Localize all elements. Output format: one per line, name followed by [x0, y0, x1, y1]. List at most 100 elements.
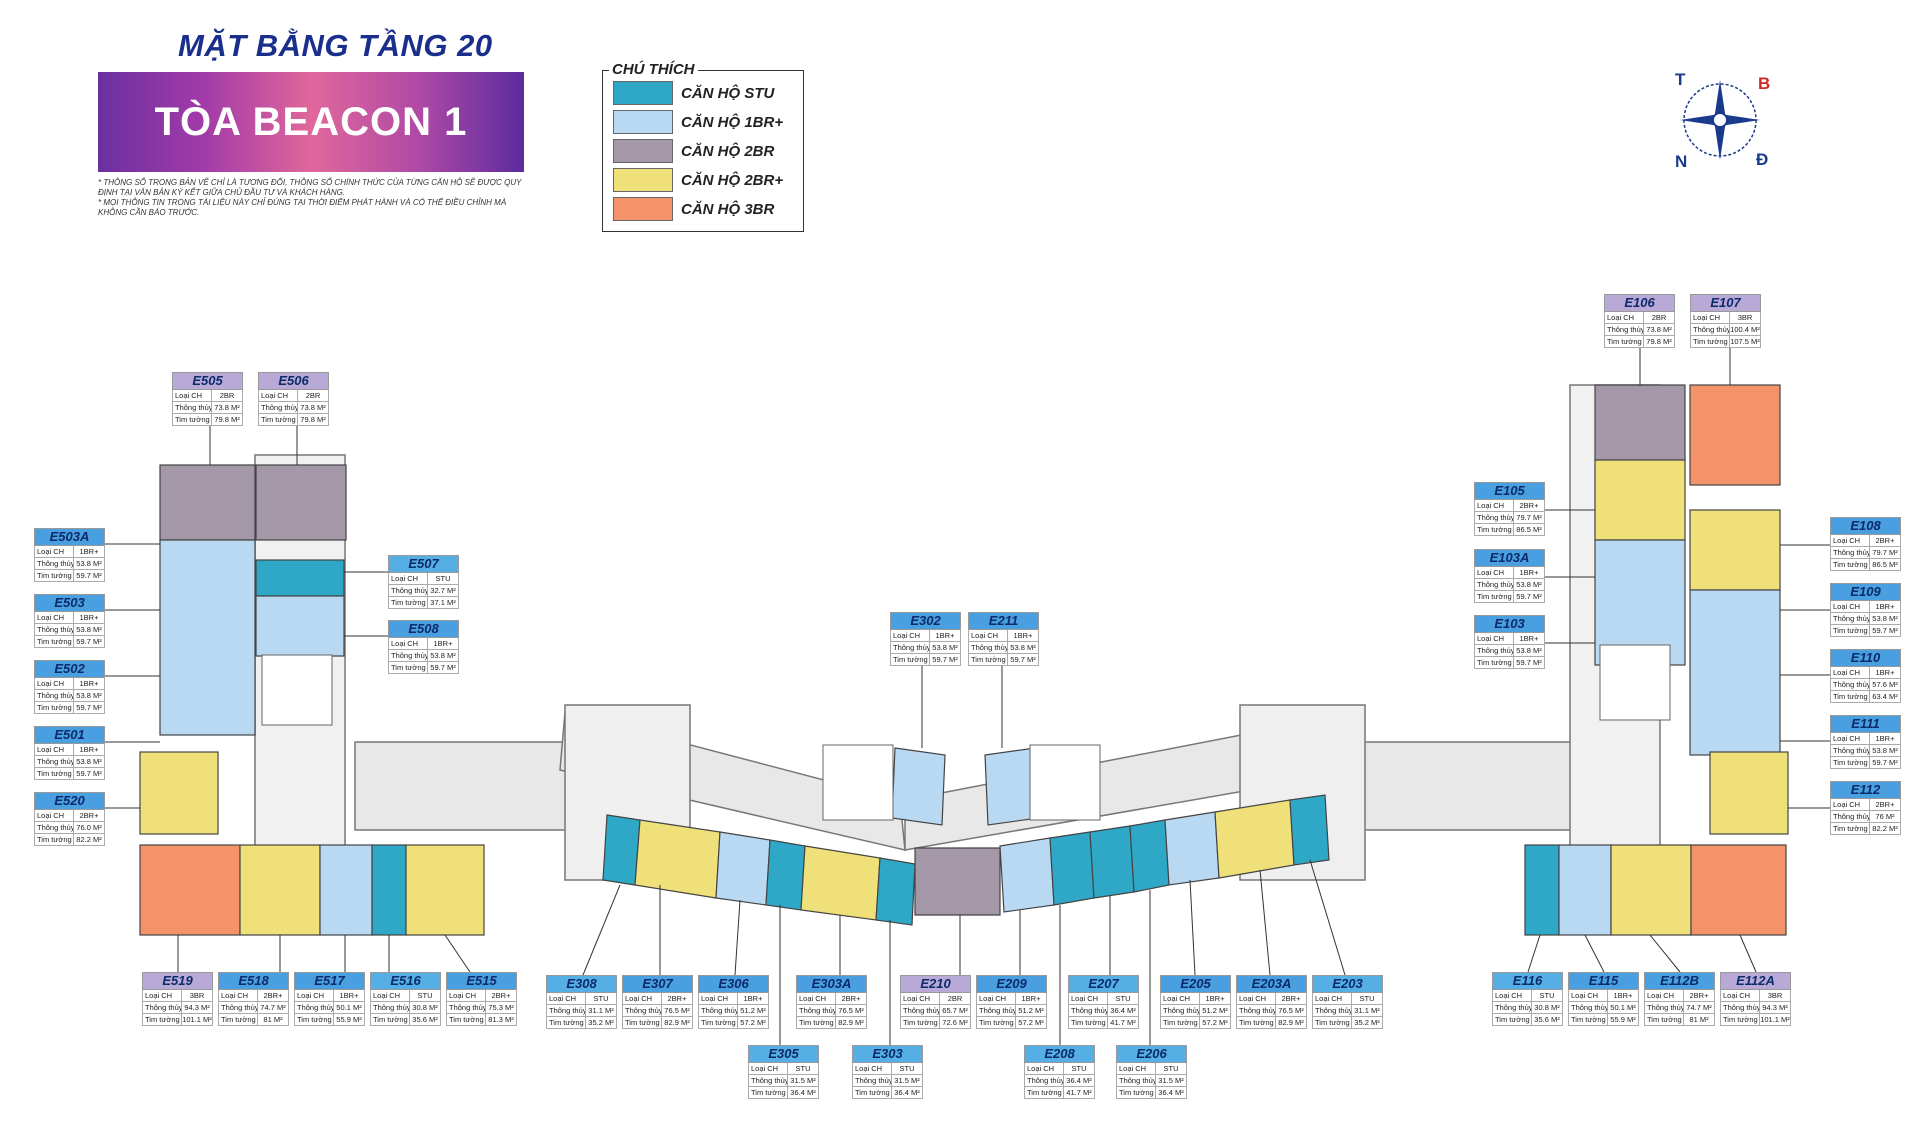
- unit-type: 2BR+: [1875, 536, 1895, 545]
- label-type: Loại CH: [1569, 990, 1608, 1001]
- page-title: MẶT BẰNG TẦNG 20: [178, 28, 493, 63]
- unit-gross: 59.7 M²: [932, 655, 958, 664]
- unit-type: 3BR: [189, 991, 205, 1000]
- unit-gross: 57.2 M²: [1202, 1018, 1228, 1027]
- label-type: Loại CH: [1161, 993, 1200, 1004]
- unit-gross: 55.9 M²: [336, 1015, 362, 1024]
- disclaimer-notes: * THÔNG SỐ TRONG BẢN VẼ CHỈ LÀ TƯƠNG ĐỐI…: [98, 178, 528, 218]
- unit-type: STU: [1163, 1064, 1179, 1073]
- unit-net: 31.1 M²: [588, 1006, 614, 1015]
- legend-swatch: [613, 110, 673, 134]
- unit-type: 1BR+: [1205, 994, 1225, 1003]
- label-net: Thông thủy: [37, 822, 74, 833]
- unit-id: E116: [1492, 972, 1563, 990]
- label-gross: Tim tường: [969, 654, 1008, 665]
- label-net: Thông thủy: [1833, 679, 1870, 690]
- unit-id: E111: [1830, 715, 1901, 733]
- label-type: Loại CH: [853, 1063, 892, 1074]
- label-net: Thông thủy: [261, 402, 298, 413]
- unit-id: E210: [900, 975, 971, 993]
- unit-type: STU: [899, 1064, 915, 1073]
- label-gross: Tim tường: [749, 1087, 788, 1098]
- unit-gross: 81 M²: [1689, 1015, 1709, 1024]
- unit-gross: 35.2 M²: [1354, 1018, 1380, 1027]
- unit-type: 1BR+: [339, 991, 359, 1000]
- note-1: * THÔNG SỐ TRONG BẢN VẼ CHỈ LÀ TƯƠNG ĐỐI…: [98, 178, 522, 197]
- unit-id: E103A: [1474, 549, 1545, 567]
- unit-id: E501: [34, 726, 105, 744]
- label-type: Loại CH: [901, 993, 940, 1004]
- unit-net: 76 M²: [1875, 812, 1895, 821]
- unit-gross: 59.7 M²: [430, 663, 456, 672]
- unit-gross: 59.7 M²: [76, 703, 102, 712]
- label-net: Thông thủy: [37, 558, 74, 569]
- unit-net: 50.1 M²: [336, 1003, 362, 1012]
- label-type: Loại CH: [35, 612, 74, 623]
- label-gross: Tim tường: [977, 1017, 1016, 1028]
- unit-gross: 59.7 M²: [76, 571, 102, 580]
- unit-net: 51.2 M²: [740, 1006, 766, 1015]
- unit-gross: 36.4 M²: [1158, 1088, 1184, 1097]
- unit-gross: 81.3 M²: [488, 1015, 514, 1024]
- label-type: Loại CH: [1831, 799, 1870, 810]
- label-gross: Tim tường: [901, 1017, 940, 1028]
- unit-gross: 101.1 M²: [182, 1015, 212, 1024]
- unit-id: E107: [1690, 294, 1761, 312]
- label-net: Thông thủy: [701, 1005, 738, 1016]
- unit-type: STU: [1539, 991, 1555, 1000]
- legend-label: CĂN HỘ STU: [681, 84, 775, 102]
- legend-item: CĂN HỘ 3BR: [613, 197, 774, 221]
- unit-id: E515: [446, 972, 517, 990]
- unit-net: 53.8 M²: [430, 651, 456, 660]
- label-gross: Tim tường: [1475, 657, 1514, 668]
- unit-gross: 59.7 M²: [76, 637, 102, 646]
- unit-id: E303: [852, 1045, 923, 1063]
- unit-net: 36.4 M²: [1110, 1006, 1136, 1015]
- label-type: Loại CH: [1493, 990, 1532, 1001]
- label-gross: Tim tường: [1313, 1017, 1352, 1028]
- unit-net: 51.2 M²: [1202, 1006, 1228, 1015]
- unit-type: 2BR: [305, 391, 321, 400]
- label-type: Loại CH: [623, 993, 662, 1004]
- label-type: Loại CH: [1475, 633, 1514, 644]
- unit-type: 2BR+: [263, 991, 283, 1000]
- label-net: Thông thủy: [175, 402, 212, 413]
- unit-type: STU: [435, 574, 451, 583]
